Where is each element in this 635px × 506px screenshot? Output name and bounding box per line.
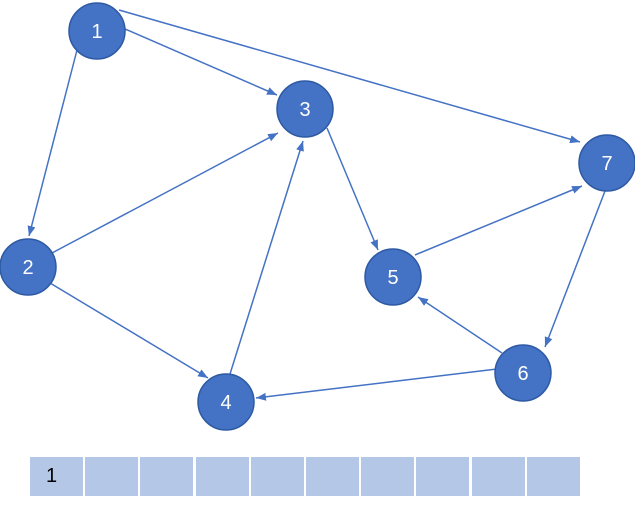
graph-node-7[interactable] <box>578 134 635 192</box>
array-cell-4[interactable] <box>195 457 249 496</box>
array-cell-6[interactable] <box>305 457 359 496</box>
graph-edge-6-4 <box>255 368 498 401</box>
graph-node-1[interactable] <box>68 2 126 60</box>
graph-edge-6-5 <box>417 296 503 354</box>
array-cell-5[interactable] <box>250 457 304 496</box>
graph-edge-7-6 <box>544 190 606 348</box>
graph-node-5[interactable] <box>364 248 422 306</box>
array-cell-7[interactable] <box>361 457 415 496</box>
array-cell-1[interactable]: 1 <box>30 457 83 496</box>
graph-edge-2-3 <box>51 132 279 254</box>
graph-edge-2-4 <box>49 282 209 379</box>
array-cell-9[interactable] <box>471 457 525 496</box>
traversal-array: 1 <box>30 457 580 496</box>
array-cell-3[interactable] <box>140 457 194 496</box>
graph-edge-1-2 <box>27 49 78 237</box>
graph-node-2[interactable] <box>0 238 57 296</box>
graph-node-3[interactable] <box>276 80 334 138</box>
graph-edge-5-7 <box>414 185 583 256</box>
graph-node-6[interactable] <box>494 344 552 402</box>
graph-edge-4-3 <box>229 140 304 375</box>
array-cell-2[interactable] <box>85 457 139 496</box>
graph-edge-1-3 <box>124 28 278 96</box>
graph-edge-3-5 <box>326 127 379 251</box>
graph-node-4[interactable] <box>197 373 255 431</box>
array-cell-8[interactable] <box>416 457 470 496</box>
graph-edge-1-7 <box>118 9 581 144</box>
array-cell-10[interactable] <box>526 457 580 496</box>
